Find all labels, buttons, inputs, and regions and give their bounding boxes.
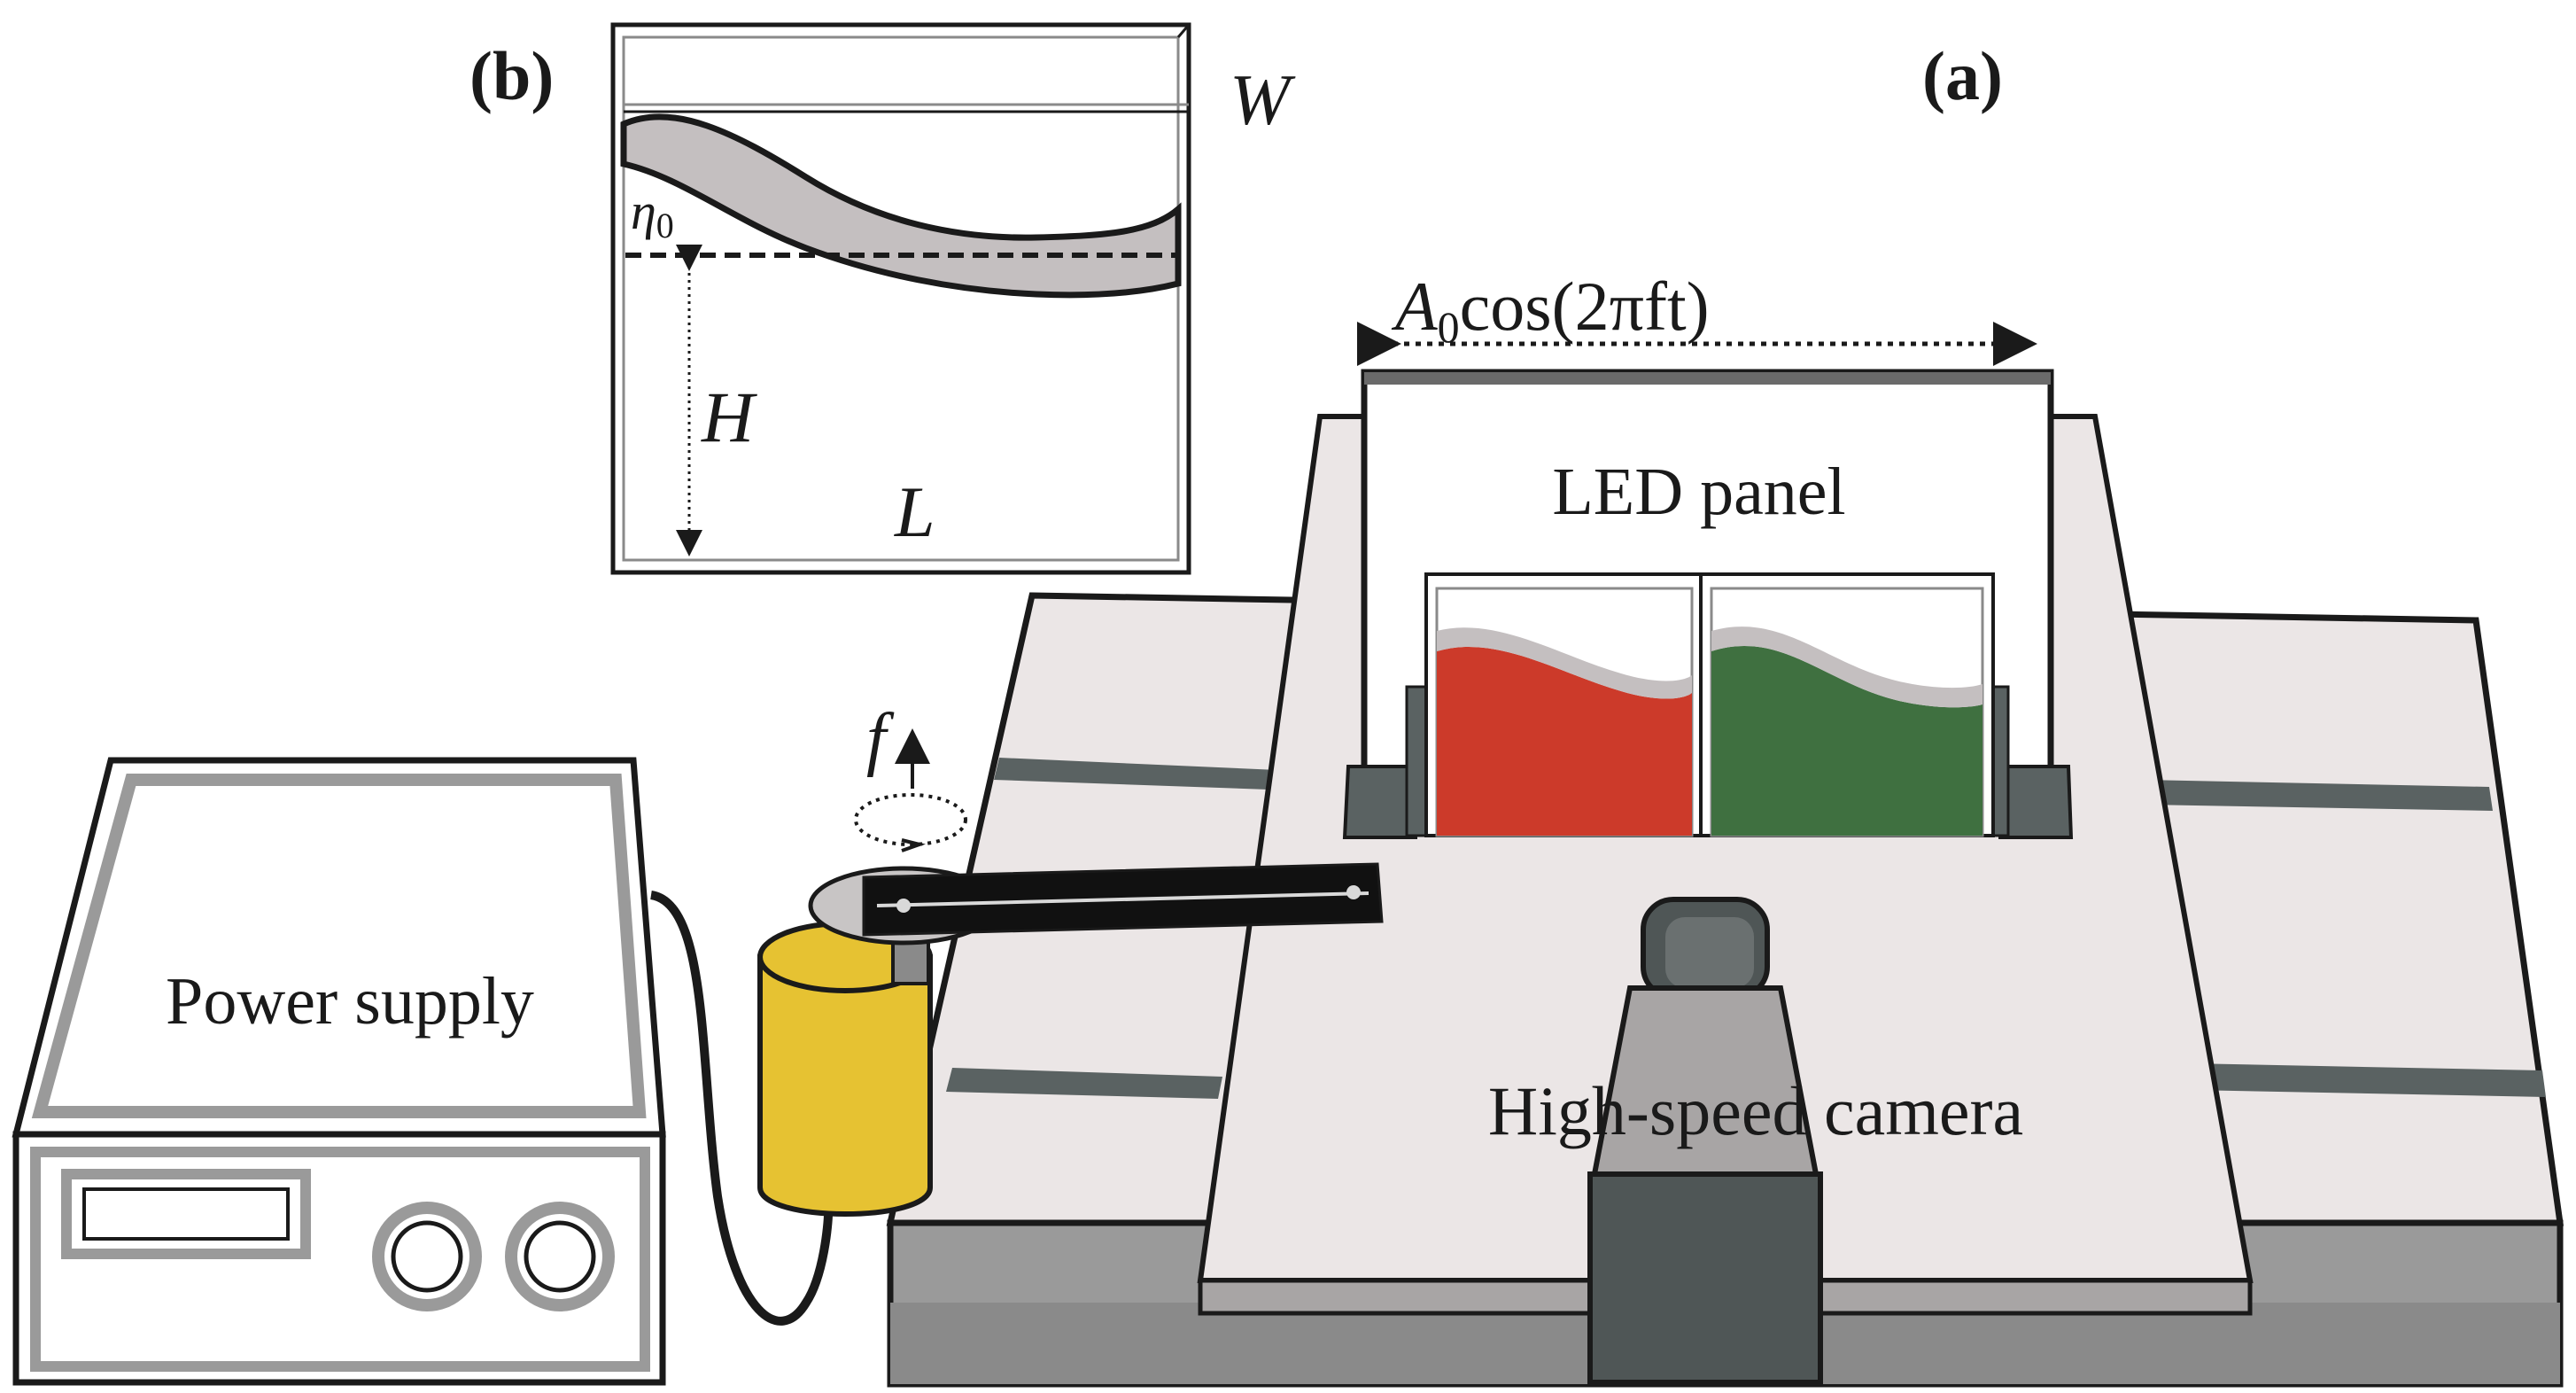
oscillation-indicator: A0cos(2πft) (1357, 268, 2037, 366)
right-tank-green-liquid (1711, 646, 1982, 836)
inset-tank-outline (610, 22, 1191, 575)
panel-label-a: (a) (1922, 37, 2003, 114)
tank-schematic-inset: η0 H L W (610, 22, 1296, 575)
power-cable (649, 891, 833, 1326)
camera-lens-ring (1665, 917, 1754, 988)
power-supply-display-screen (82, 1187, 290, 1241)
rotating-arm-stripe (876, 891, 1369, 907)
high-speed-camera: High-speed camera (1488, 897, 2023, 1385)
inset-tank-inner (622, 35, 1180, 562)
rotation-arrow-head (901, 838, 926, 852)
led-panel-top-edge (1364, 372, 2051, 385)
rail-left-upper (994, 758, 1298, 790)
motor-cylinder (757, 954, 933, 1217)
rotation-motor: f (649, 700, 1384, 1326)
inset-tank-depth-edge (1176, 24, 1191, 38)
rail-right-lower (2188, 1063, 2546, 1097)
inset-height-label: H (701, 377, 757, 457)
left-tank-red-liquid (1437, 646, 1692, 836)
power-supply-label: Power supply (166, 964, 534, 1039)
power-supply-knob-left-core (391, 1220, 463, 1293)
camera-label: High-speed camera (1488, 1072, 2023, 1149)
power-supply-front-inner (30, 1147, 650, 1372)
power-supply-top-inner (31, 774, 647, 1118)
arm-pin-right (1346, 885, 1361, 899)
inset-width-label: W (1230, 59, 1296, 140)
inset-crest-label: η0 (631, 183, 674, 245)
oscillation-formula: A0cos(2πft) (1391, 268, 1710, 352)
rail-right-upper (2144, 780, 2493, 811)
tank-assembly (1342, 572, 2074, 839)
left-tank-surface-layer (1437, 627, 1692, 699)
inset-liquid-layer (620, 113, 1182, 299)
arm-pin-left (896, 899, 911, 913)
camera-body (1587, 1171, 1823, 1385)
rail-left-lower (946, 1068, 1222, 1099)
power-supply-top (12, 757, 666, 1138)
tank-clamp-post-left (1405, 685, 1428, 837)
power-supply-knob-right-core (524, 1220, 596, 1293)
panel-label-b: (b) (469, 37, 554, 114)
frequency-label: f (866, 700, 895, 778)
led-panel-label: LED panel (1552, 455, 1845, 529)
rotation-dotted-circle (854, 793, 967, 846)
inset-length-label: L (894, 471, 935, 552)
tank-clamp-left (1342, 765, 1417, 839)
right-tank-surface-layer (1711, 626, 1982, 708)
power-supply: Power supply (12, 757, 666, 1386)
